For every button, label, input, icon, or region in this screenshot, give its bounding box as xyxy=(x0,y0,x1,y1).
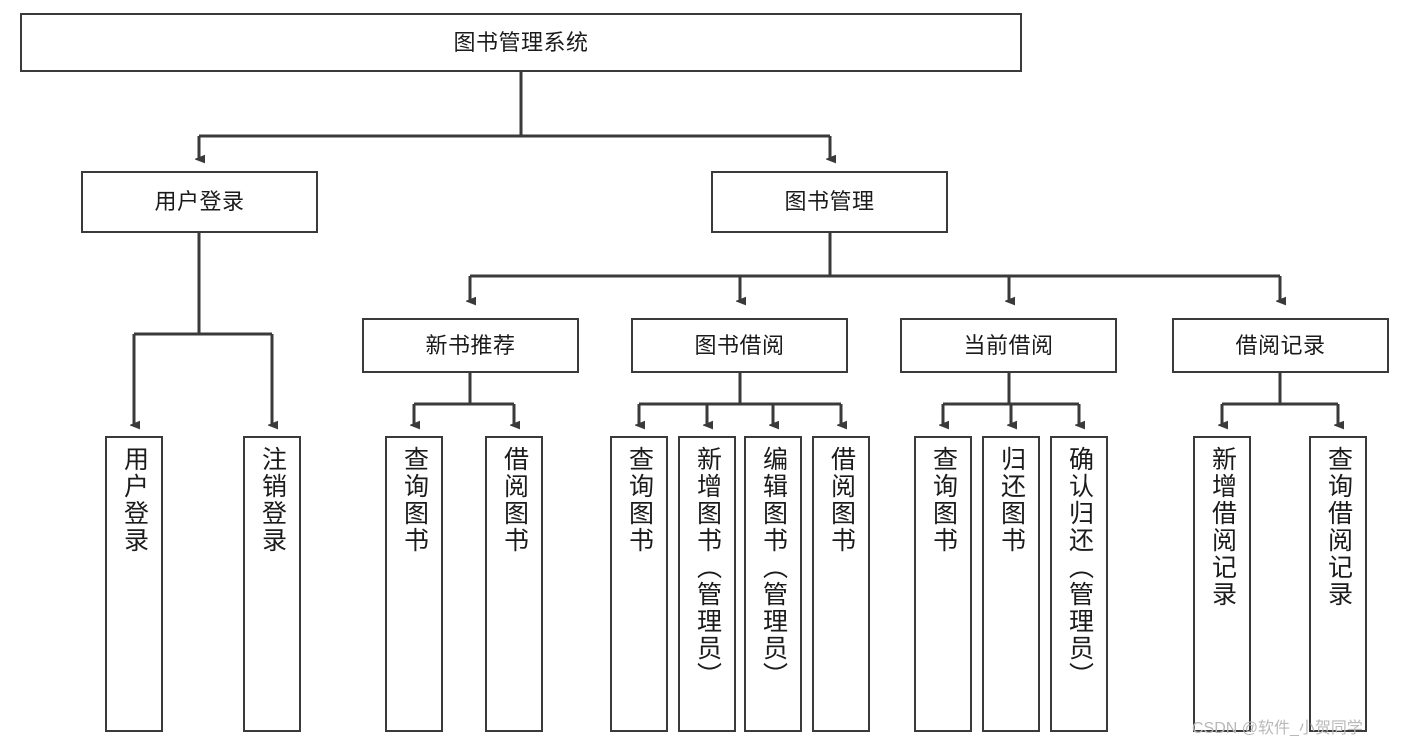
node-label: 图书借阅 xyxy=(694,332,785,358)
node-user-login[interactable]: 用户登录 xyxy=(81,171,318,233)
node-label: 新书推荐 xyxy=(425,332,516,358)
node-label: 图书管理系统 xyxy=(453,29,589,55)
csdn-watermark: CSDN @软件_小贺同学 xyxy=(1192,720,1363,737)
leaf-borrow-add-admin[interactable]: 新增图书（管理员） xyxy=(678,436,736,732)
node-label: 新增借阅记录 xyxy=(1208,446,1237,608)
leaf-newbook-borrow[interactable]: 借阅图书 xyxy=(485,436,543,732)
node-borrow-records[interactable]: 借阅记录 xyxy=(1172,318,1389,373)
node-label: 新增图书（管理员） xyxy=(693,446,722,689)
leaf-borrow-edit-admin[interactable]: 编辑图书（管理员） xyxy=(744,436,802,732)
node-label: 用户登录 xyxy=(120,446,149,554)
leaf-login-user[interactable]: 用户登录 xyxy=(105,436,163,732)
node-new-book-recommend[interactable]: 新书推荐 xyxy=(362,318,579,373)
leaf-records-query[interactable]: 查询借阅记录 xyxy=(1309,436,1367,732)
node-label: 借阅记录 xyxy=(1235,332,1326,358)
node-label: 查询图书 xyxy=(625,446,654,554)
leaf-newbook-query[interactable]: 查询图书 xyxy=(385,436,443,732)
node-label: 图书管理 xyxy=(784,189,875,215)
node-label: 查询图书 xyxy=(400,446,429,554)
node-label: 用户登录 xyxy=(154,189,245,215)
leaf-borrow-query[interactable]: 查询图书 xyxy=(610,436,668,732)
node-label: 查询图书 xyxy=(929,446,958,554)
node-label: 注销登录 xyxy=(258,446,287,554)
node-label: 编辑图书（管理员） xyxy=(759,446,788,689)
node-current-borrow[interactable]: 当前借阅 xyxy=(900,318,1117,373)
node-book-management[interactable]: 图书管理 xyxy=(711,171,948,233)
node-book-borrow[interactable]: 图书借阅 xyxy=(631,318,848,373)
leaf-current-confirm-admin[interactable]: 确认归还（管理员） xyxy=(1050,436,1108,732)
leaf-login-logout[interactable]: 注销登录 xyxy=(243,436,301,732)
node-label: 借阅图书 xyxy=(500,446,529,554)
leaf-borrow-lend[interactable]: 借阅图书 xyxy=(812,436,870,732)
node-label: 确认归还（管理员） xyxy=(1065,446,1094,689)
leaf-records-add[interactable]: 新增借阅记录 xyxy=(1193,436,1251,732)
node-label: 当前借阅 xyxy=(963,332,1054,358)
node-label: 查询借阅记录 xyxy=(1324,446,1353,608)
leaf-current-return[interactable]: 归还图书 xyxy=(982,436,1040,732)
node-label: 借阅图书 xyxy=(827,446,856,554)
node-label: 归还图书 xyxy=(997,446,1026,554)
node-root-system[interactable]: 图书管理系统 xyxy=(20,13,1022,72)
leaf-current-query[interactable]: 查询图书 xyxy=(914,436,972,732)
